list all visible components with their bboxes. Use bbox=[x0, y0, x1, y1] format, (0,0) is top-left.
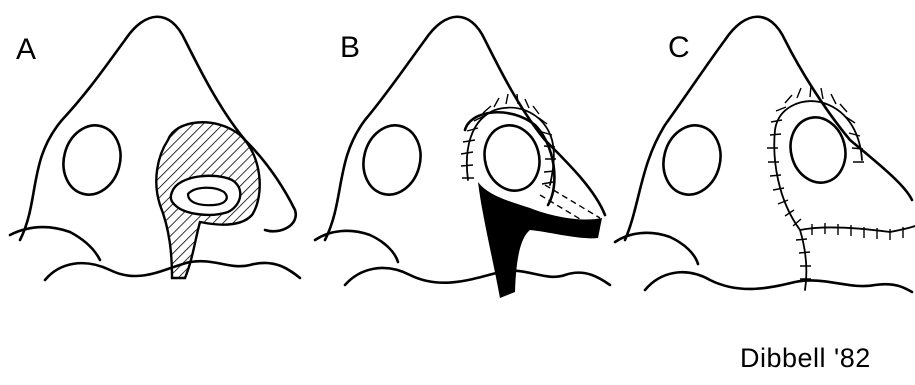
panel-label-c: C bbox=[668, 33, 690, 63]
panel-c-drawing bbox=[615, 17, 915, 292]
panel-a-defect-inner bbox=[188, 188, 227, 205]
panel-b-left-nostril bbox=[356, 119, 428, 201]
panel-c-left-nostril bbox=[656, 119, 728, 201]
panel-c-right-nostril bbox=[783, 111, 852, 189]
panel-c-suture-ticks bbox=[767, 86, 903, 279]
panel-b-dark-wedge bbox=[478, 182, 602, 298]
panel-b-upper-lip bbox=[345, 268, 610, 285]
panel-a-drawing bbox=[10, 17, 300, 280]
panel-c-upper-lip bbox=[645, 272, 912, 292]
panel-label-b: B bbox=[340, 33, 360, 63]
panel-c-cheek-line bbox=[615, 233, 698, 264]
author-credit: Dibbell '82 bbox=[740, 345, 871, 372]
panel-label-a: A bbox=[16, 35, 36, 65]
panel-a-left-nostril bbox=[56, 119, 128, 201]
